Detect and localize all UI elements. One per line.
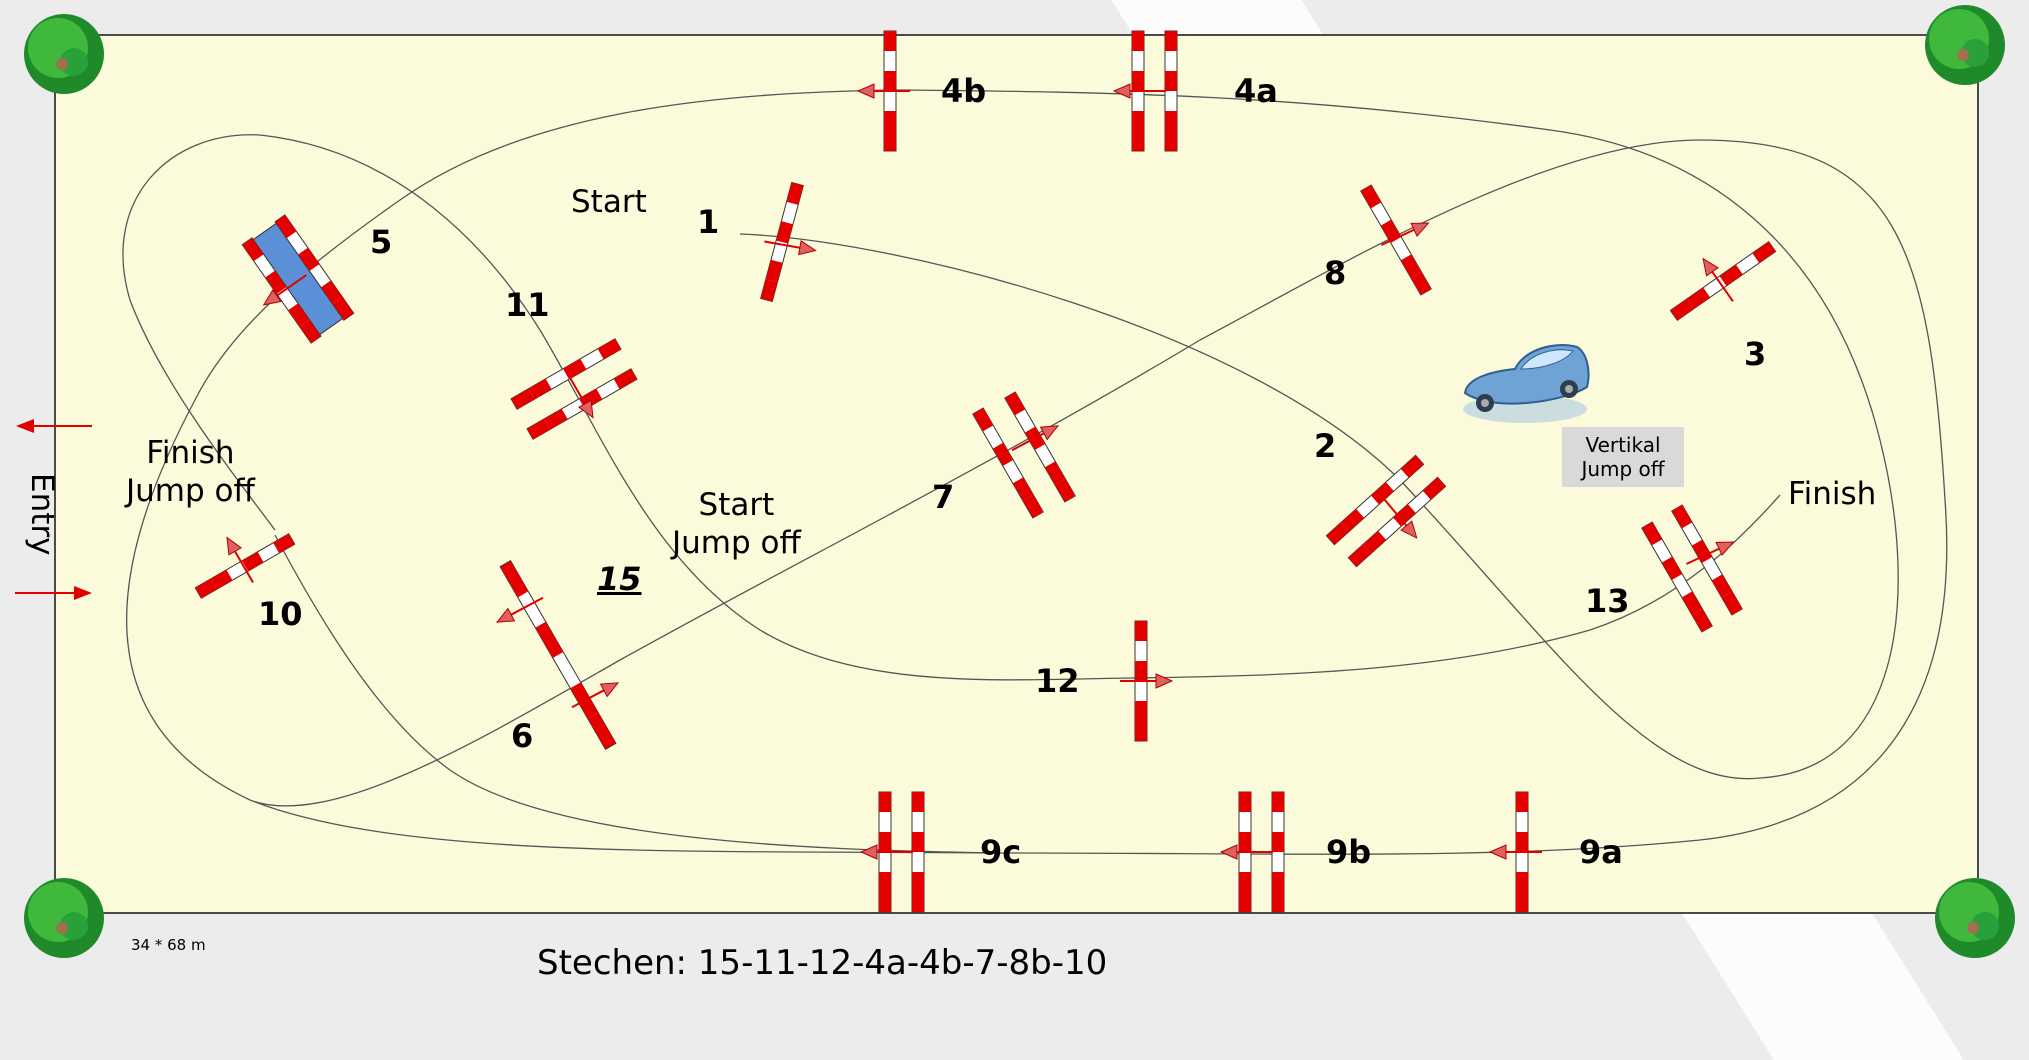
course-path-inner (274, 534, 1001, 854)
number-13: 13 (1585, 582, 1630, 620)
tree-icon (24, 14, 104, 94)
number-5: 5 (370, 223, 393, 261)
number-6: 6 (511, 717, 534, 755)
number-1: 1 (697, 203, 720, 241)
number-8: 8 (1324, 254, 1347, 292)
finish-label: Finish (1788, 476, 1877, 512)
course-path (126, 89, 1948, 855)
tree-icon (24, 878, 104, 958)
obstacle-5-water (241, 214, 355, 344)
obstacle-8 (1360, 184, 1432, 296)
entry-label: Entry (24, 473, 60, 556)
jump-off-sequence: Stechen: 15-11-12-4a-4b-7-8b-10 (537, 943, 1108, 983)
course-diagram (15, 5, 2015, 958)
number-3: 3 (1744, 335, 1767, 373)
tree-icon (1935, 878, 2015, 958)
number-4b: 4b (941, 72, 987, 110)
number-15: 15 (597, 560, 642, 598)
obstacle-11 (510, 338, 638, 440)
number-11: 11 (505, 286, 550, 324)
number-2: 2 (1314, 427, 1337, 465)
number-7: 7 (932, 478, 955, 516)
obstacle-10 (194, 533, 296, 599)
number-4a: 4a (1234, 72, 1278, 110)
obstacle-13 (1641, 504, 1743, 633)
number-9b: 9b (1326, 833, 1372, 871)
jump-off-path (122, 134, 1781, 681)
entry-arrow-icon-out (16, 419, 92, 433)
number-9a: 9a (1579, 833, 1623, 871)
number-10: 10 (258, 595, 303, 633)
tree-icon (1925, 5, 2005, 85)
start-label: Start (571, 184, 647, 220)
obstacle-7 (972, 391, 1076, 519)
car-icon (1463, 344, 1590, 423)
arena-size-label: 34 * 68 m (131, 936, 206, 954)
entry-arrow-icon-in (15, 586, 92, 600)
number-12: 12 (1035, 662, 1080, 700)
obstacle-3 (1669, 241, 1777, 321)
number-9c: 9c (980, 833, 1022, 871)
